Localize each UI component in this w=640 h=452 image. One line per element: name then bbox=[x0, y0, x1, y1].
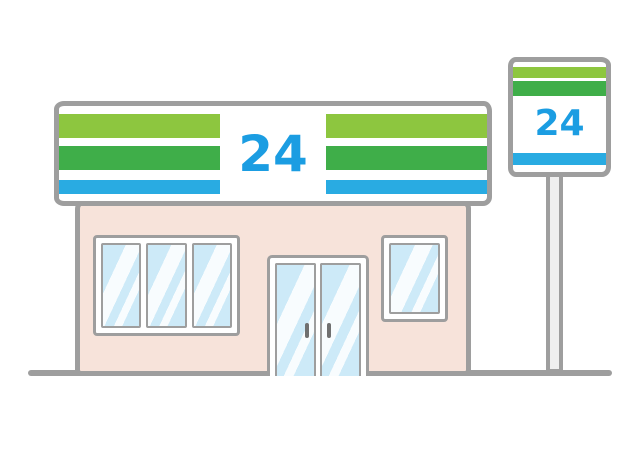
pole-stripe-cyan bbox=[513, 153, 606, 165]
window-right-pane bbox=[389, 243, 440, 314]
entrance-door bbox=[267, 255, 369, 376]
storefront-24-label: 24 bbox=[238, 124, 308, 183]
sign-pole bbox=[546, 170, 563, 373]
pole-stripe-green bbox=[513, 81, 606, 96]
storefront-sign: 24 bbox=[54, 101, 492, 206]
window-left bbox=[93, 235, 240, 336]
door-handle-left bbox=[305, 323, 309, 338]
door-right-panel bbox=[320, 263, 361, 376]
window-right bbox=[381, 235, 448, 322]
pole-sign-board: 24 bbox=[508, 57, 611, 177]
pole-sign-24-label: 24 bbox=[534, 102, 585, 144]
window-left-pane-2 bbox=[146, 243, 187, 328]
store-wall bbox=[75, 200, 471, 376]
fascia-24-badge: 24 bbox=[220, 106, 326, 201]
window-left-pane-3 bbox=[191, 243, 232, 328]
pole-stripe-light-green bbox=[513, 67, 606, 78]
door-handle-right bbox=[327, 323, 331, 338]
window-left-pane-1 bbox=[101, 243, 142, 328]
door-left-panel bbox=[275, 263, 316, 376]
